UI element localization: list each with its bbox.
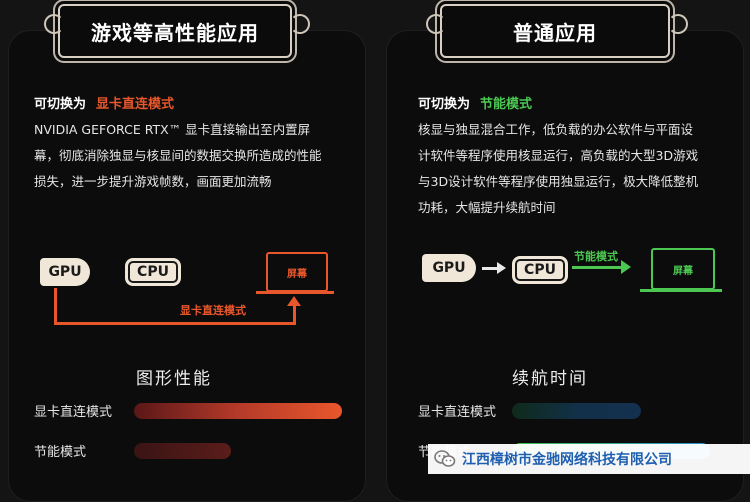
ornament-icon	[668, 14, 688, 34]
left-desc-line: 损失，进一步提升游戏帧数，画面更加流畅	[34, 174, 272, 189]
right-bar-direct	[512, 403, 641, 419]
left-switch-mode: 显卡直连模式	[96, 97, 175, 112]
left-description: NVIDIA GEFORCE RTX™ 显卡直接输出至内置屏 幕，彻底消除独显与…	[34, 117, 356, 195]
left-perf-heading: 图形性能	[136, 369, 212, 389]
left-gpu-chip: GPU	[40, 258, 90, 286]
right-screen-base	[640, 289, 722, 292]
left-screen-base	[256, 291, 334, 294]
ornament-icon	[290, 14, 310, 34]
right-desc-line: 核显与独显混合工作，低负载的办公软件与平面设	[418, 122, 694, 137]
right-arrow-shaft	[482, 267, 498, 270]
right-bar-label-direct: 显卡直连模式	[418, 405, 497, 420]
left-bar-label-eco: 节能模式	[34, 445, 87, 460]
watermark-text: 江西樟树市金驰网络科技有限公司	[462, 452, 672, 468]
left-desc-line: NVIDIA GEFORCE RTX™ 显卡直接输出至内置屏	[34, 122, 311, 137]
right-switch-line: 可切换为节能模式	[418, 93, 532, 112]
arrow-right-icon	[621, 260, 631, 274]
left-route-label: 显卡直连模式	[180, 304, 246, 317]
ornament-icon	[426, 14, 446, 34]
arrow-up-icon	[287, 296, 301, 306]
left-title: 游戏等高性能应用	[58, 4, 292, 58]
left-cpu-chip: CPU	[125, 258, 181, 286]
left-switch-prefix: 可切换为	[34, 97, 87, 112]
left-screen: 屏幕	[266, 252, 328, 292]
right-desc-line: 与3D设计软件等程序使用独显运行，极大降低整机	[418, 174, 699, 189]
right-desc-line: 功耗，大幅提升续航时间	[418, 200, 556, 215]
watermark: 江西樟树市金驰网络科技有限公司	[428, 444, 750, 474]
right-route-line	[572, 266, 622, 269]
left-route-vertical	[54, 288, 57, 324]
right-perf-heading: 续航时间	[512, 369, 588, 389]
left-switch-line: 可切换为显卡直连模式	[34, 93, 174, 112]
right-description: 核显与独显混合工作，低负载的办公软件与平面设 计软件等程序使用核显运行，高负载的…	[418, 117, 740, 221]
left-bar-direct	[134, 403, 342, 419]
right-title: 普通应用	[440, 4, 670, 58]
left-route-horizontal	[54, 322, 296, 325]
left-desc-line: 幕，彻底消除独显与核显间的数据交换所造成的性能	[34, 148, 322, 163]
right-desc-line: 计软件等程序使用核显运行，高负载的大型3D游戏	[418, 148, 699, 163]
left-bar-label-direct: 显卡直连模式	[34, 405, 113, 420]
right-route-label: 节能模式	[574, 250, 618, 263]
right-screen: 屏幕	[651, 248, 715, 290]
wechat-icon	[434, 450, 456, 468]
right-cpu-chip: CPU	[512, 256, 568, 284]
right-switch-prefix: 可切换为	[418, 97, 471, 112]
arrow-right-icon	[497, 262, 506, 274]
left-bar-eco	[134, 443, 232, 459]
left-route-up	[293, 304, 296, 324]
right-switch-mode: 节能模式	[480, 97, 533, 112]
ornament-icon	[44, 14, 64, 34]
right-gpu-chip: GPU	[422, 254, 476, 282]
